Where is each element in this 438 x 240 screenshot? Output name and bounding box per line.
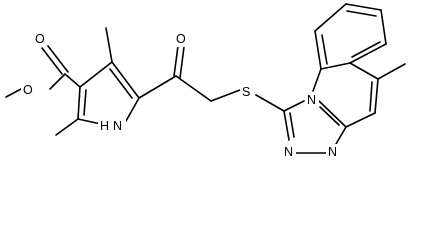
bond-pyridine-c-ch [345, 112, 376, 128]
bond-ester-carbonyl-2 [47, 45, 69, 73]
atom-label: O [176, 32, 186, 46]
bond-ch2-sulfur [210, 89, 241, 102]
bond-triazole-nb-c [335, 126, 347, 145]
bond-pyridine-ch-cme-inner [369, 81, 373, 112]
bond-benzene-5-inner [351, 41, 381, 58]
atom-nitrogen-triazole-b: N [326, 144, 340, 160]
bond-benzene-1-inner [321, 34, 328, 65]
atom-label: N [307, 93, 316, 107]
bond-triazole-c-n-fused-2-inner [319, 106, 340, 126]
bond-pyrrole-c5-c4 [111, 61, 140, 99]
bond-pyrrole-c4-c3 [79, 61, 113, 88]
atom-oxygen-carbonyl-ester: O [33, 31, 46, 47]
bond-pyrrole-c5-c4-inner [109, 68, 133, 99]
atom-nitrogen-triazole-a: N [282, 144, 296, 160]
atom-label: S [242, 85, 250, 99]
bond-sulfur-triazole [255, 94, 285, 112]
atom-oxygen-ketone: O [174, 31, 188, 47]
atom-hydrogen-pyrrole: H [98, 119, 112, 134]
bond-benzene-5 [349, 43, 387, 64]
bond-benzene-3 [345, 3, 382, 11]
atom-label: O [35, 32, 45, 46]
bond-benzene-4 [380, 9, 387, 45]
bond-triazole-c-n-fused-2 [318, 100, 347, 128]
bond-pyrrole-n-c5 [125, 97, 140, 122]
atom-label: O [23, 83, 33, 97]
bond-ketone-double-2 [179, 46, 185, 79]
bond-methyl-c4 [105, 27, 113, 63]
atom-label: N [284, 145, 293, 159]
bond-methyl-pyridine [377, 63, 406, 80]
atom-label: H [100, 119, 109, 133]
atom-nitrogen-pyrrole: N [111, 119, 126, 134]
bond-ketone-ch2 [175, 75, 212, 102]
bond-pyridine-c-c [320, 62, 351, 70]
bonds [5, 3, 406, 154]
bond-pyridine-ch-cme [374, 78, 379, 114]
bond-methyl-oxygen [5, 88, 22, 98]
bond-methyl-c2 [55, 118, 79, 136]
atom-label: N [328, 145, 337, 159]
bond-pyridine-cme-c [349, 62, 379, 80]
atom-label: N [113, 119, 122, 133]
atom-nitrogen-triazole-fused: N [305, 92, 319, 108]
atom-sulfur: S [240, 84, 254, 100]
bond-triazole-c-na-inner [289, 112, 295, 138]
bond-ester-ring [64, 73, 81, 88]
bond-benzene-1 [314, 30, 322, 70]
atom-oxygen-ester: O [21, 82, 35, 98]
bond-triazole-c-na [283, 110, 290, 141]
atom-labels: O O O N H S N N [21, 31, 340, 160]
bond-oxygen-ester-carbon [49, 73, 66, 90]
bond-pyridine-c-n [312, 68, 322, 92]
bond-pyrrole-c3-c2 [77, 86, 81, 120]
bond-ester-carbonyl-1 [41, 47, 63, 75]
bond-pyrrole-c3-c2-inner [83, 89, 87, 116]
bond-benzene-2 [314, 3, 347, 32]
molecule-diagram: O O O N H S N N [5, 3, 406, 160]
bond-ring-ketone [138, 75, 177, 99]
bond-benzene-3-inner [346, 10, 377, 17]
bond-triazole-c-n-fused [283, 100, 305, 112]
bond-ketone-double-1 [173, 45, 179, 77]
